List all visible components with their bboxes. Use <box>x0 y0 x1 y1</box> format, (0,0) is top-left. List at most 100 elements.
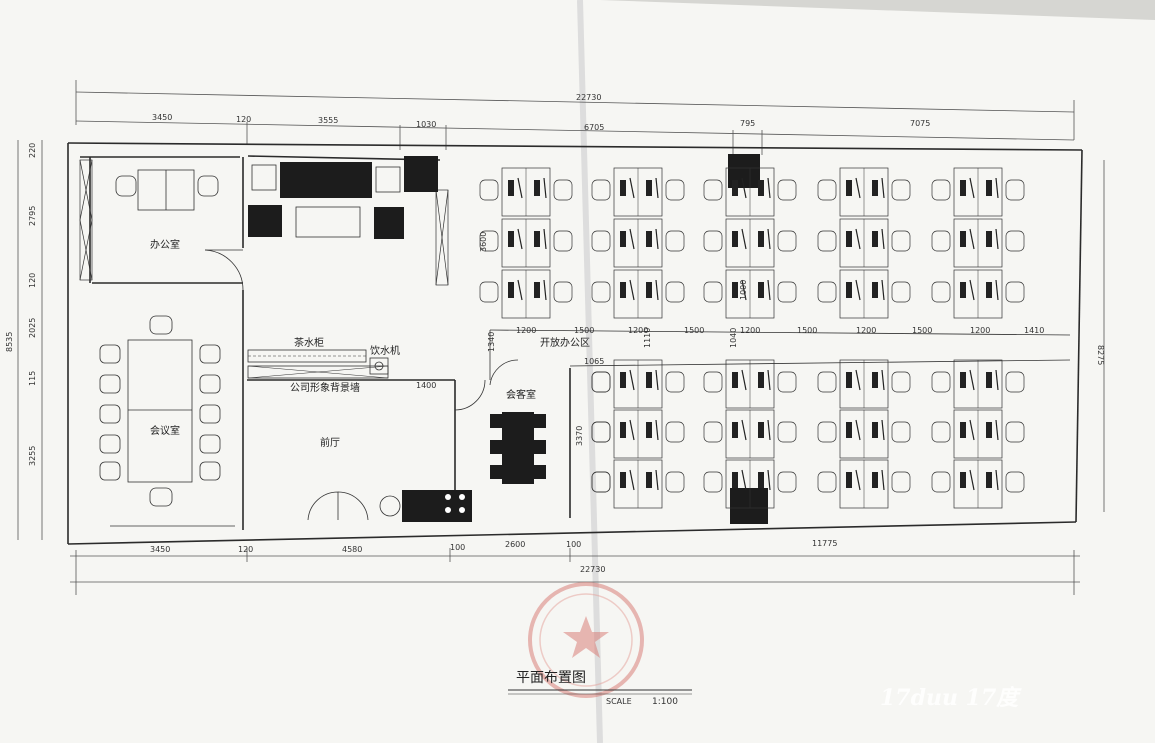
chair <box>703 421 723 443</box>
dim-top-7: 7075 <box>910 119 930 128</box>
chair <box>1005 421 1025 443</box>
keyboard <box>960 372 966 388</box>
chair <box>817 421 837 443</box>
phone <box>767 419 771 441</box>
dim-v-3370: 3370 <box>575 426 584 446</box>
chair <box>931 471 951 493</box>
chair <box>703 179 723 201</box>
chair <box>1005 230 1025 252</box>
desk-width-9: 1200 <box>970 326 990 335</box>
dim-left-4: 2025 <box>28 318 37 338</box>
dim-bottom-7: 11775 <box>812 539 837 548</box>
keyboard <box>620 372 626 388</box>
dim-top-6: 795 <box>740 119 755 128</box>
chair <box>777 230 797 252</box>
desk-width-6: 1500 <box>797 326 817 335</box>
phone <box>741 369 747 391</box>
desk-width-3: 1200 <box>628 326 648 335</box>
chair <box>891 471 911 493</box>
phone <box>629 469 635 491</box>
chair <box>703 281 723 303</box>
chair <box>665 471 685 493</box>
phone <box>655 369 659 391</box>
keyboard <box>986 282 992 298</box>
keyboard <box>646 422 652 438</box>
left-windows <box>79 159 449 286</box>
dim-v-3600: 3600 <box>479 232 488 252</box>
chair <box>891 371 911 393</box>
desk-width-7: 1200 <box>856 326 876 335</box>
chair <box>665 281 685 303</box>
keyboard <box>646 372 652 388</box>
keyboard <box>960 282 966 298</box>
dimension-lines <box>17 80 1105 595</box>
chair <box>703 230 723 252</box>
label-image-wall: 公司形象背景墙 <box>290 381 360 394</box>
chair <box>817 371 837 393</box>
phone <box>881 177 885 199</box>
keyboard <box>508 180 514 196</box>
chair <box>931 179 951 201</box>
dim-top-2: 120 <box>236 115 251 124</box>
phone <box>969 279 975 301</box>
keyboard <box>846 472 852 488</box>
keyboard <box>872 372 878 388</box>
dim-left-2: 2795 <box>28 206 37 226</box>
chair <box>931 371 951 393</box>
keyboard <box>960 231 966 247</box>
chair <box>931 421 951 443</box>
keyboard <box>620 231 626 247</box>
chair <box>665 230 685 252</box>
scale-value: 1:100 <box>652 697 678 707</box>
chair <box>479 179 499 201</box>
dim-left-3: 120 <box>28 273 37 288</box>
chair <box>891 281 911 303</box>
keyboard <box>620 472 626 488</box>
dim-v-1065: 1065 <box>584 357 604 366</box>
phone <box>543 279 547 301</box>
keyboard <box>846 282 852 298</box>
desk-width-4: 1500 <box>684 326 704 335</box>
keyboard <box>986 372 992 388</box>
keyboard <box>758 472 764 488</box>
keyboard <box>758 180 764 196</box>
keyboard <box>508 282 514 298</box>
chair <box>891 179 911 201</box>
chair <box>817 471 837 493</box>
chair <box>777 471 797 493</box>
keyboard <box>872 282 878 298</box>
phone <box>969 177 975 199</box>
dim-v-1040: 1040 <box>729 328 738 348</box>
chair <box>553 179 573 201</box>
keyboard <box>872 472 878 488</box>
chair <box>703 371 723 393</box>
keyboard <box>758 231 764 247</box>
keyboard <box>872 231 878 247</box>
chair <box>1005 371 1025 393</box>
chair <box>591 371 611 393</box>
dim-v-1110: 1110 <box>643 328 652 348</box>
chair <box>591 471 611 493</box>
chair <box>891 421 911 443</box>
phone <box>767 279 771 301</box>
phone <box>855 279 861 301</box>
office-room <box>115 169 244 291</box>
keyboard <box>758 422 764 438</box>
desk-clusters <box>479 167 1025 509</box>
keyboard <box>646 231 652 247</box>
phone <box>517 177 523 199</box>
desk-width-2: 1500 <box>574 326 594 335</box>
keyboard <box>732 180 738 196</box>
dim-bottom-6: 100 <box>566 540 581 549</box>
dim-left-1: 220 <box>28 143 37 158</box>
phone <box>995 369 999 391</box>
dim-top-1: 3450 <box>152 113 172 122</box>
dim-bottom-1: 3450 <box>150 545 170 554</box>
keyboard <box>758 372 764 388</box>
keyboard <box>534 180 540 196</box>
keyboard <box>960 422 966 438</box>
phone <box>655 419 659 441</box>
keyboard <box>986 472 992 488</box>
dim-top-4: 1030 <box>416 120 436 129</box>
keyboard <box>960 180 966 196</box>
